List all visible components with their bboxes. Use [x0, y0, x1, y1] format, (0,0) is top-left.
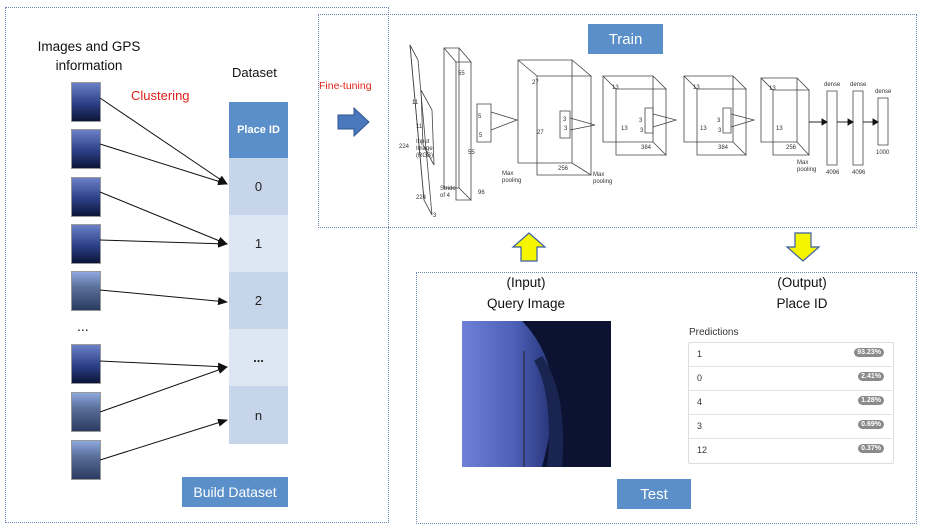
cnn-label: 256: [558, 166, 569, 172]
cnn-label: 11: [412, 100, 419, 106]
cnn-label: 13: [612, 85, 619, 91]
cnn-label: 96: [478, 190, 485, 196]
build-dataset-panel: [5, 7, 389, 523]
test-panel: [416, 272, 917, 524]
cnn-label: 13: [769, 86, 776, 92]
prediction-percent-badge: 0.69%: [858, 420, 884, 429]
cnn-label: 3: [639, 118, 643, 124]
prediction-percent-badge: 0.37%: [858, 444, 884, 453]
dataset-row-value: 1: [254, 236, 263, 251]
cnn-label: 55: [458, 71, 465, 77]
prediction-row: 3 0.69%: [689, 414, 892, 437]
cnn-label: Max pooling: [593, 172, 613, 185]
prediction-label: 1: [697, 349, 703, 359]
cnn-label: 3: [717, 118, 721, 124]
cnn-label: 3: [563, 117, 567, 123]
prediction-percent-badge: 1.28%: [858, 396, 884, 405]
cnn-label: Max pooling: [797, 160, 817, 173]
query-image-scene: [522, 321, 611, 467]
cnn-label: 384: [641, 145, 652, 151]
cnn-label: 224: [416, 195, 427, 201]
query-image: [462, 321, 611, 467]
cnn-label: Max pooling: [502, 171, 522, 184]
cnn-label: Stride of 4: [440, 186, 456, 199]
test-button[interactable]: Test: [617, 479, 691, 509]
dataset-image: [71, 224, 101, 264]
place-id-header-text: Place ID: [237, 124, 280, 136]
cnn-label: 3: [433, 213, 437, 219]
dataset-row: 0: [229, 158, 288, 215]
predictions-title: Predictions: [689, 327, 739, 338]
cnn-label: dense: [875, 89, 892, 95]
cnn-label: 224: [399, 144, 410, 150]
prediction-percent-badge: 93.23%: [854, 348, 884, 357]
prediction-label: 12: [697, 445, 708, 455]
cnn-label: 13: [700, 126, 707, 132]
cnn-label: 3: [718, 128, 722, 134]
place-id-output-label: Place ID: [776, 296, 828, 311]
dataset-image: [71, 344, 101, 384]
cnn-label: 13: [693, 85, 700, 91]
dataset-image: [71, 129, 101, 169]
dataset-row-value: 0: [254, 179, 263, 194]
dataset-row-value: ...: [253, 350, 264, 365]
prediction-row: 12 0.37%: [689, 438, 892, 461]
cnn-label: 13: [621, 126, 628, 132]
up-arrow: [511, 232, 547, 262]
fine-tuning-label: Fine-tuning: [319, 80, 372, 92]
cnn-label: dense: [850, 82, 867, 88]
clustering-label: Clustering: [131, 88, 190, 103]
cnn-label: 4096: [852, 170, 866, 176]
output-label: (Output): [777, 275, 827, 290]
cnn-label: 4096: [826, 170, 840, 176]
cnn-label: 27: [532, 80, 539, 86]
input-label: (Input): [506, 275, 546, 290]
dataset-row-value: n: [254, 407, 263, 423]
dataset-row: ...: [229, 329, 288, 386]
cnn-label: 13: [776, 126, 783, 132]
dataset-image: [71, 271, 101, 311]
dataset-label: Dataset: [232, 65, 277, 80]
images-gps-label: Images and GPS information: [37, 39, 141, 73]
predictions-card: [688, 342, 894, 464]
train-panel: [318, 14, 917, 228]
cnn-label: 3: [564, 126, 568, 132]
prediction-row: 4 1.28%: [689, 390, 892, 413]
place-id-header: Place ID: [229, 102, 288, 158]
cnn-label: 55: [468, 150, 475, 156]
prediction-row: 0 2.41%: [689, 366, 892, 389]
cnn-label: Input Image (RGB): [416, 139, 433, 159]
prediction-label: 4: [697, 397, 703, 407]
fine-tuning-arrow: [337, 106, 370, 138]
prediction-label: 0: [697, 373, 703, 383]
dataset-row: n: [229, 386, 288, 444]
thumbs-ellipsis: ...: [77, 318, 89, 334]
cnn-label: 27: [537, 130, 544, 136]
cnn-label: 3: [640, 128, 644, 134]
dataset-row: 1: [229, 215, 288, 272]
build-dataset-button[interactable]: Build Dataset: [182, 477, 288, 507]
cnn-label: 5: [479, 133, 483, 139]
query-image-label: Query Image: [486, 296, 566, 311]
cnn-label: 256: [786, 145, 797, 151]
prediction-percent-badge: 2.41%: [858, 372, 884, 381]
dataset-row: 2: [229, 272, 288, 329]
prediction-row: 1 93.23%: [689, 343, 892, 365]
dataset-image: [71, 177, 101, 217]
prediction-label: 3: [697, 421, 703, 431]
cnn-label: 5: [478, 114, 482, 120]
cnn-label: 11: [416, 124, 423, 130]
dataset-row-value: 2: [254, 293, 263, 308]
dataset-image: [71, 82, 101, 122]
train-button[interactable]: Train: [588, 24, 663, 54]
cnn-label: dense: [824, 82, 841, 88]
cnn-label: 1000: [876, 150, 890, 156]
cnn-label: 384: [718, 145, 729, 151]
down-arrow: [785, 232, 821, 262]
